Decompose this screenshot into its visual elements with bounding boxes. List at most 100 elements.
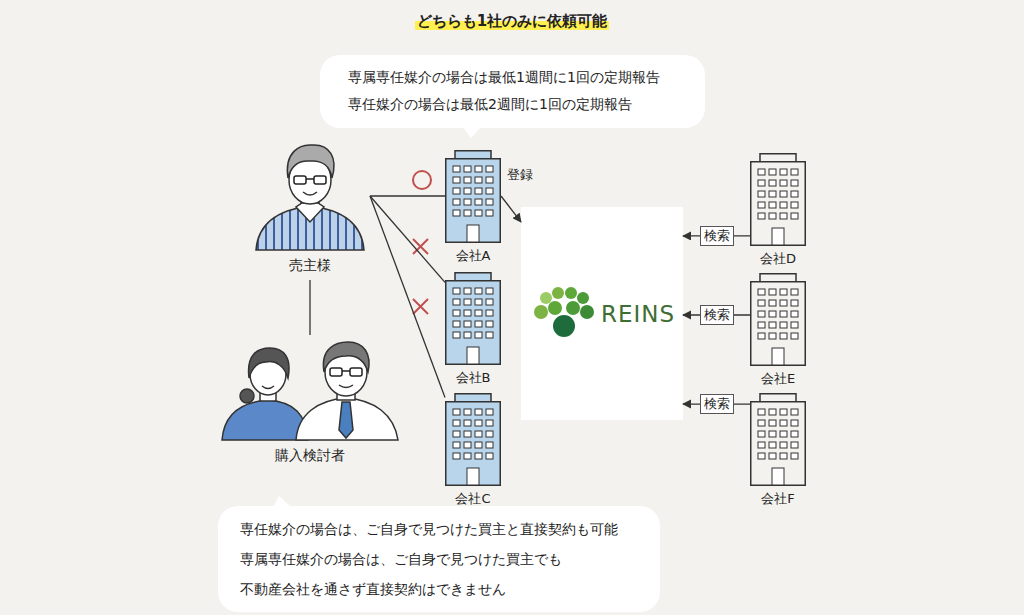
callout-bubble: 専属専任媒介の場合は最低1週間に1回の定期報告専任媒介の場合は最低2週間に1回の… bbox=[320, 55, 705, 128]
edge-label-box: 検索 bbox=[700, 305, 734, 325]
building-window bbox=[475, 321, 482, 327]
building-window bbox=[791, 409, 798, 415]
person-label: 購入検討者 bbox=[220, 445, 400, 465]
man-glasses bbox=[330, 368, 342, 376]
building-window bbox=[758, 453, 765, 459]
building-window bbox=[780, 453, 787, 459]
building-window bbox=[791, 191, 798, 197]
connector-line bbox=[501, 196, 521, 222]
building-window bbox=[453, 310, 460, 316]
building-window bbox=[453, 199, 460, 205]
building-window bbox=[758, 431, 765, 437]
callout-tail-shape bbox=[463, 127, 481, 138]
building-window bbox=[780, 180, 787, 186]
building-window bbox=[791, 333, 798, 339]
building-window bbox=[791, 442, 798, 448]
company-label: 会社D bbox=[740, 250, 816, 268]
ng-mark bbox=[413, 299, 428, 314]
building-window bbox=[758, 409, 765, 415]
building-window bbox=[780, 322, 787, 328]
building-window bbox=[780, 311, 787, 317]
building-window bbox=[486, 166, 493, 172]
building-window bbox=[780, 300, 787, 306]
building-window bbox=[453, 321, 460, 327]
person-label: 売主様 bbox=[250, 255, 370, 275]
ng-mark bbox=[413, 299, 428, 314]
building-window bbox=[758, 420, 765, 426]
company-label: 会社A bbox=[435, 247, 511, 265]
building-window bbox=[791, 311, 798, 317]
logo-dot bbox=[534, 305, 548, 319]
building-door bbox=[467, 225, 479, 242]
building-body bbox=[446, 281, 501, 365]
edge-label-box: 検索 bbox=[700, 394, 734, 414]
connector-line bbox=[370, 196, 445, 398]
building-window bbox=[475, 210, 482, 216]
callout-text: 専任媒介の場合は最低2週間に1回の定期報告 bbox=[348, 91, 695, 118]
connector-line bbox=[370, 195, 445, 196]
building-window bbox=[475, 409, 482, 415]
callout-tail bbox=[463, 127, 481, 138]
edge-label-box: 検索 bbox=[700, 226, 734, 246]
building-window bbox=[453, 166, 460, 172]
building-window bbox=[475, 332, 482, 338]
building-window bbox=[758, 191, 765, 197]
man-glasses-bridge bbox=[342, 370, 350, 372]
company-building: 会社C bbox=[445, 393, 501, 508]
building-window bbox=[758, 300, 765, 306]
seller-collar bbox=[296, 203, 324, 222]
building-window bbox=[769, 289, 776, 295]
building-window bbox=[791, 431, 798, 437]
building-window bbox=[791, 213, 798, 219]
building-roof bbox=[760, 274, 796, 282]
callout-tail bbox=[273, 496, 291, 507]
building-icon bbox=[750, 393, 806, 486]
building-window bbox=[486, 199, 493, 205]
building-window bbox=[453, 288, 460, 294]
building-window bbox=[758, 322, 765, 328]
building-window bbox=[769, 300, 776, 306]
building-window bbox=[486, 431, 493, 437]
building-window bbox=[769, 409, 776, 415]
building-window bbox=[769, 322, 776, 328]
building-door bbox=[772, 348, 784, 365]
building-window bbox=[769, 420, 776, 426]
building-window bbox=[780, 442, 787, 448]
callout-tail-shape bbox=[273, 496, 291, 507]
building-window bbox=[780, 420, 787, 426]
woman-hair bbox=[249, 348, 289, 378]
building-window bbox=[453, 409, 460, 415]
building-window bbox=[464, 409, 471, 415]
connector-line bbox=[370, 196, 445, 282]
logo-dot bbox=[577, 292, 589, 304]
building-window bbox=[453, 420, 460, 426]
company-building: 会社D bbox=[750, 153, 806, 268]
building-window bbox=[453, 210, 460, 216]
building-body bbox=[751, 402, 806, 486]
building-window bbox=[486, 288, 493, 294]
building-body bbox=[446, 402, 501, 486]
building-window bbox=[464, 199, 471, 205]
building-window bbox=[486, 420, 493, 426]
building-window bbox=[769, 453, 776, 459]
building-icon bbox=[750, 153, 806, 246]
building-window bbox=[486, 210, 493, 216]
ng-mark bbox=[413, 239, 428, 254]
building-window bbox=[453, 177, 460, 183]
callout-bubble: 専任媒介の場合は、ご自身で見つけた買主と直接契約も可能専属専任媒介の場合は、ご自… bbox=[218, 506, 660, 612]
company-building: 会社E bbox=[750, 273, 806, 388]
building-window bbox=[464, 321, 471, 327]
building-window bbox=[464, 431, 471, 437]
building-window bbox=[780, 431, 787, 437]
building-window bbox=[791, 453, 798, 459]
building-window bbox=[758, 180, 765, 186]
building-window bbox=[464, 288, 471, 294]
building-window bbox=[769, 333, 776, 339]
building-window bbox=[791, 289, 798, 295]
logo-dot bbox=[540, 292, 552, 304]
building-roof bbox=[455, 273, 491, 281]
building-window bbox=[791, 420, 798, 426]
building-window bbox=[769, 311, 776, 317]
building-window bbox=[769, 191, 776, 197]
